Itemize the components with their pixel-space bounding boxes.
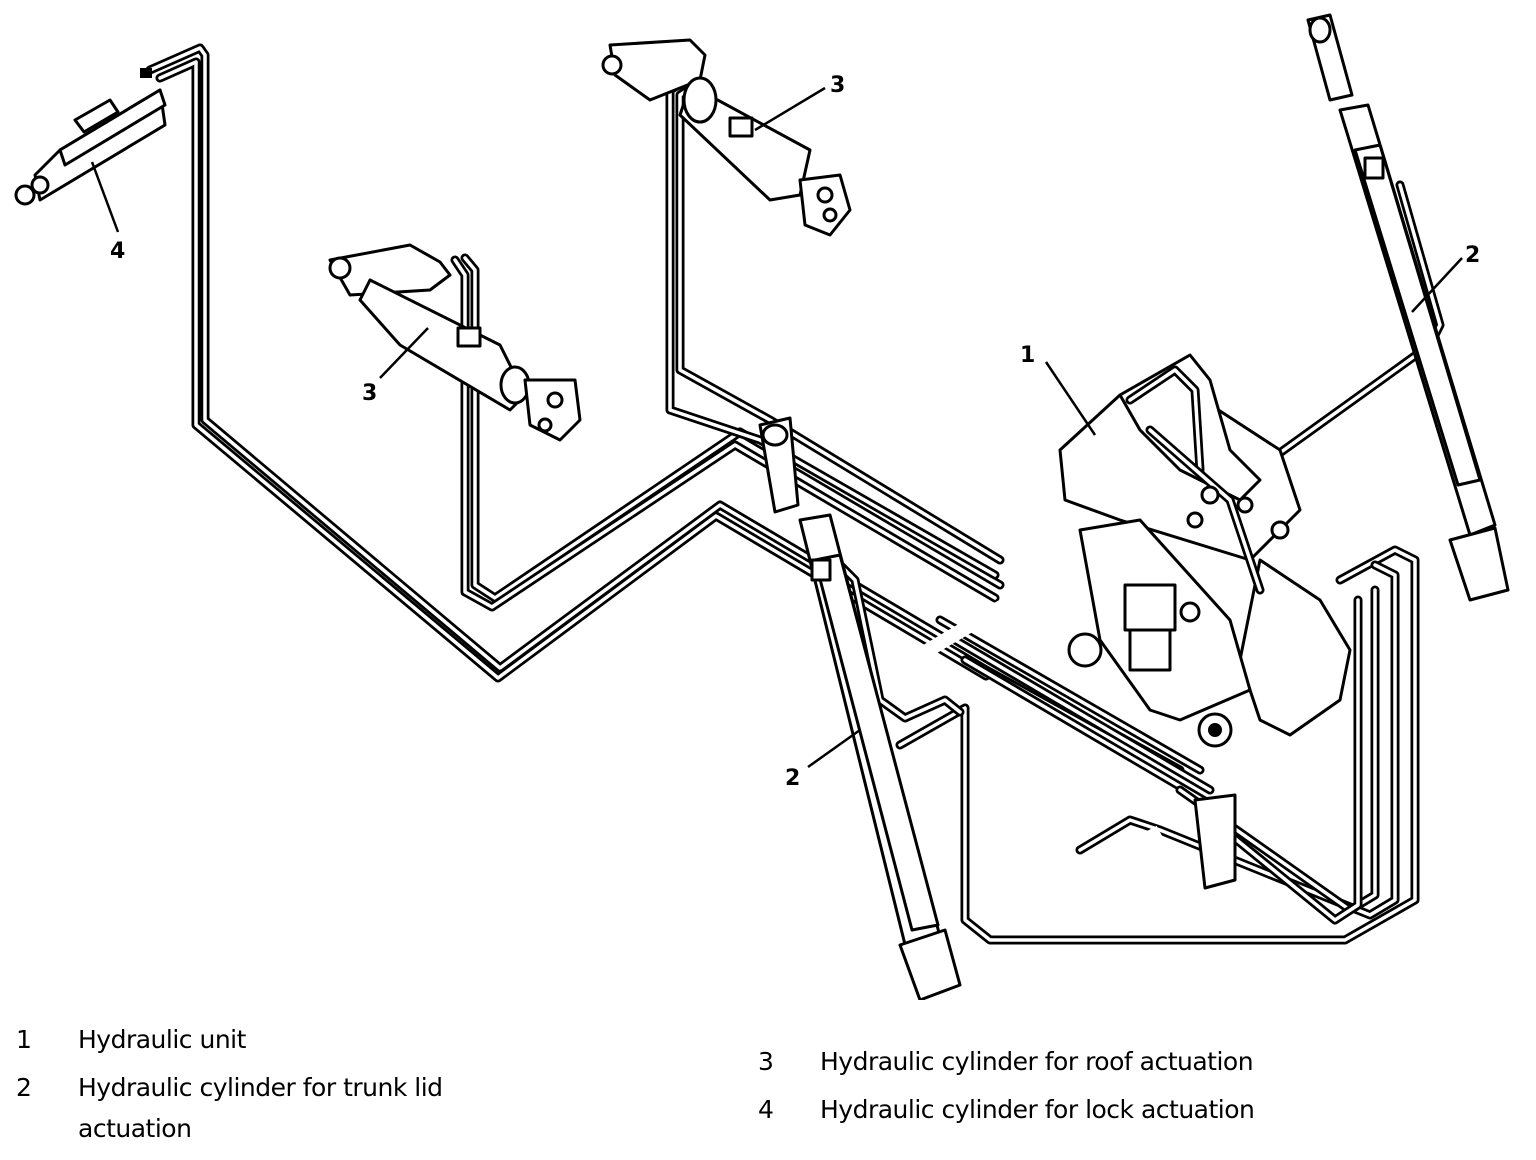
legend-text: Hydraulic cylinder for roof actuation [820, 1047, 1254, 1076]
legend-number: 3 [758, 1047, 774, 1076]
callout-2-right: 2 [1465, 243, 1480, 268]
callout-3-left: 3 [362, 381, 377, 406]
callout-4: 4 [110, 239, 125, 264]
legend-text: Hydraulic cylinder for lock actuation [820, 1095, 1255, 1124]
legend-number: 4 [758, 1095, 774, 1124]
roof-cylinder-left [328, 243, 582, 442]
hydraulic-unit [1058, 353, 1352, 890]
callout-2-left: 2 [785, 766, 800, 791]
legend-number: 2 [16, 1073, 32, 1102]
trunk-lid-cylinder-right [1306, 13, 1510, 602]
lock-cylinder [14, 68, 167, 206]
roof-cylinder-upper [601, 38, 852, 237]
legend-text: Hydraulic cylinder for trunk lid actuati… [78, 1073, 443, 1143]
legend-number: 1 [16, 1025, 32, 1054]
callout-1: 1 [1020, 343, 1035, 368]
callouts: 1 2 2 3 3 4 [90, 73, 1480, 791]
trunk-lid-cylinder-left [758, 416, 962, 1000]
hydraulic-system-diagram: .tube-o { fill: none; stroke: #000; stro… [14, 13, 1510, 1000]
callout-3-upper: 3 [830, 73, 845, 98]
legend-text: Hydraulic unit [78, 1025, 246, 1054]
